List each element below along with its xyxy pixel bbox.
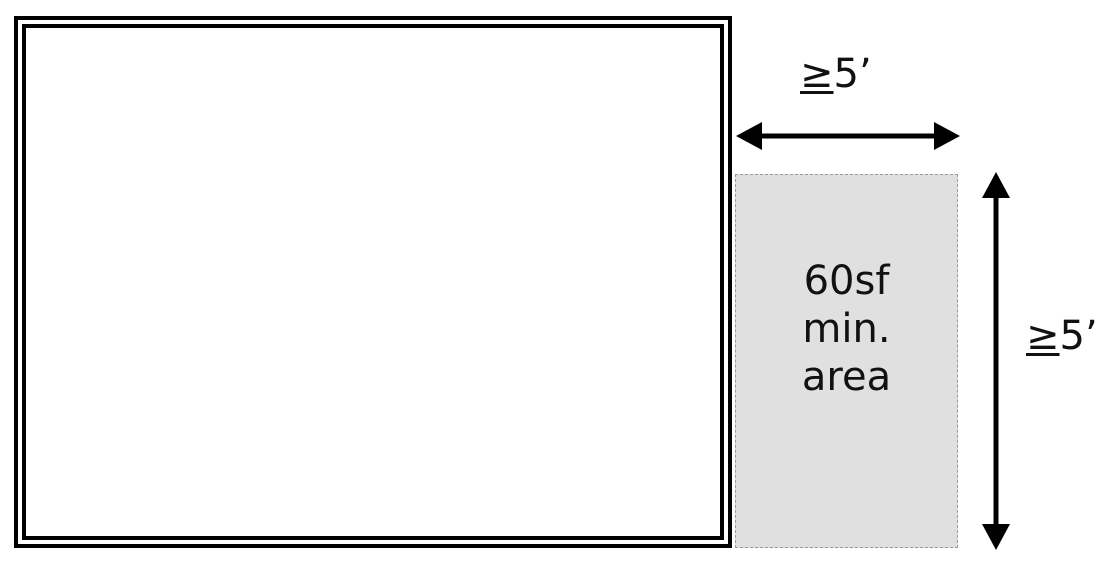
depth-ge-symbol: ≥ [1026, 313, 1060, 359]
area-label-line-1: 60sf [803, 258, 890, 304]
area-label: 60sf min. area [736, 257, 957, 401]
width-dimension-label: ≥5’ [800, 52, 872, 96]
width-value: 5’ [833, 51, 872, 97]
depth-dimension-label: ≥5’ [1026, 314, 1098, 358]
min-area-zone: 60sf min. area [735, 174, 958, 548]
area-label-line-2: min. [802, 306, 891, 352]
building-outline-outer [14, 16, 732, 548]
depth-value: 5’ [1059, 313, 1098, 359]
building-outline-inner [22, 24, 724, 540]
width-ge-symbol: ≥ [800, 51, 834, 97]
area-label-line-3: area [801, 354, 892, 400]
width-dimension-arrow [736, 122, 960, 150]
depth-dimension-arrow [982, 172, 1010, 550]
